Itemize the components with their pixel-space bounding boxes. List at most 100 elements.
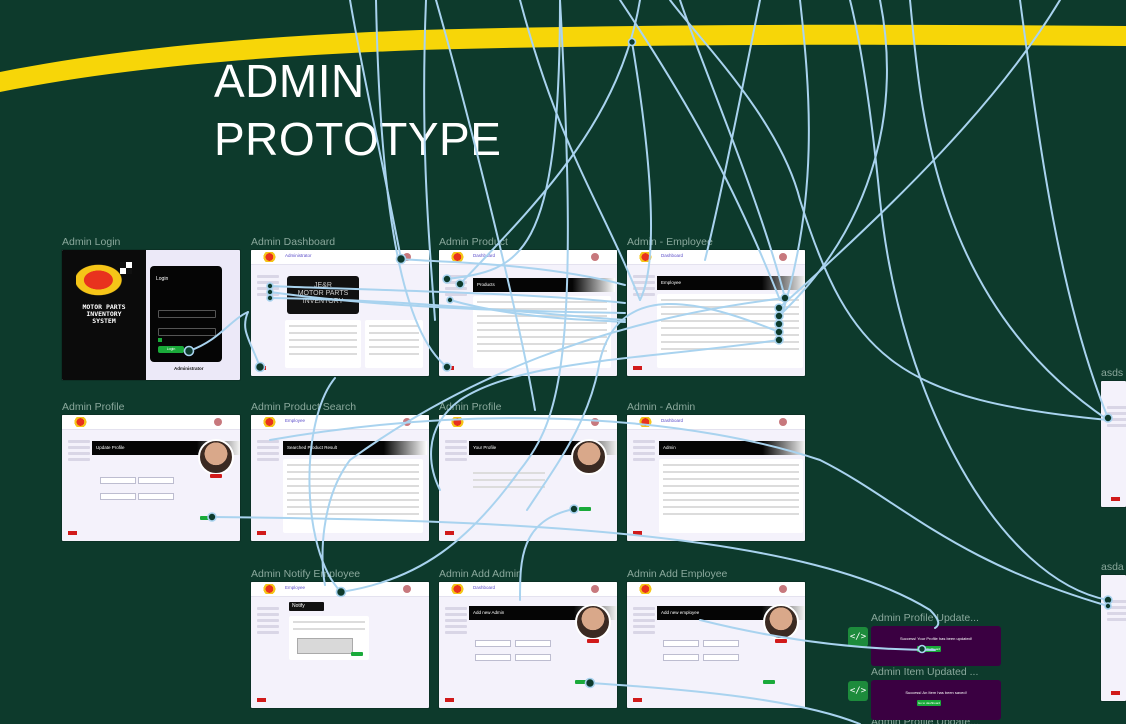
frame-label-admin-notify-employee[interactable]: Admin Notify Employee — [251, 568, 361, 580]
frame-label-admin-add-admin[interactable]: Admin Add Admin — [439, 568, 522, 580]
frame-admin-dashboard[interactable]: Administrator JE&R MOTOR PARTS INVENTORY — [251, 250, 429, 376]
avatar[interactable] — [779, 418, 787, 426]
logout-button[interactable] — [1111, 691, 1120, 695]
logout-button[interactable] — [68, 531, 77, 535]
last-name-field[interactable] — [515, 640, 551, 647]
breadcrumb: Dashboard — [473, 585, 496, 590]
avatar[interactable] — [591, 253, 599, 261]
code-icon[interactable]: </> — [848, 627, 868, 647]
sidebar — [445, 604, 467, 637]
edit-profile-button[interactable] — [579, 507, 591, 511]
frame-label-profile-update-toast-2[interactable]: Admin Profile Update... — [871, 716, 979, 724]
password-field[interactable] — [703, 654, 739, 661]
frame-label-item-updated-toast[interactable]: Admin Item Updated ... — [871, 666, 979, 678]
canvas-title: ADMIN PROTOTYPE — [214, 55, 502, 165]
notify-header: Notify — [289, 602, 324, 611]
frame-label-asds[interactable]: asds — [1101, 367, 1124, 379]
send-button[interactable] — [351, 652, 363, 656]
avatar[interactable] — [779, 585, 787, 593]
change-photo-button[interactable] — [210, 474, 222, 478]
breadcrumb: Dashboard — [473, 253, 496, 258]
wire — [909, 0, 1109, 421]
message-textarea[interactable] — [297, 638, 353, 654]
code-icon[interactable]: </> — [848, 681, 868, 701]
avatar[interactable] — [591, 418, 599, 426]
login-button[interactable]: Login — [158, 346, 184, 353]
frame-label-admin-product-search[interactable]: Admin Product Search — [251, 401, 357, 413]
avatar[interactable] — [591, 585, 599, 593]
password-field[interactable] — [138, 493, 174, 500]
email-field[interactable] — [663, 654, 699, 661]
frame-label-profile-update-toast[interactable]: Admin Profile Update... — [871, 612, 979, 624]
add-button[interactable] — [763, 680, 775, 684]
frame-label-admin-product[interactable]: Admin Product — [439, 236, 508, 248]
logo-icon — [451, 584, 467, 594]
frame-admin-notify-employee[interactable]: Employee Notify — [251, 582, 429, 708]
frame-asda[interactable] — [1101, 575, 1126, 701]
wire — [778, 0, 810, 325]
go-to-dashboard-button[interactable]: Go to dashboard — [917, 700, 941, 706]
password-field[interactable] — [515, 654, 551, 661]
avatar[interactable] — [403, 585, 411, 593]
frame-admin-your-profile[interactable]: Your Profile — [439, 415, 617, 541]
last-name-field[interactable] — [703, 640, 739, 647]
login-role-label: Administrator — [174, 366, 204, 371]
frame-asds[interactable] — [1101, 381, 1126, 507]
frame-label-admin-login[interactable]: Admin Login — [62, 236, 121, 248]
banner-text: JE&R MOTOR PARTS INVENTORY — [297, 282, 349, 305]
breadcrumb: Dashboard — [661, 253, 684, 258]
frame-label-asda[interactable]: asda — [1101, 561, 1124, 573]
add-button[interactable] — [575, 680, 587, 684]
logout-button[interactable] — [1111, 497, 1120, 501]
avatar[interactable] — [214, 418, 222, 426]
yellow-stripe — [0, 24, 1126, 92]
wire — [321, 297, 786, 586]
logout-button[interactable] — [257, 531, 266, 535]
profile-details — [469, 467, 549, 497]
last-name-field[interactable] — [138, 477, 174, 484]
username-input[interactable] — [158, 310, 216, 318]
upload-photo-button[interactable] — [775, 639, 787, 643]
frame-label-admin-profile[interactable]: Admin Profile — [62, 401, 125, 413]
wire — [1019, 0, 1109, 419]
remember-checkbox[interactable] — [158, 338, 162, 342]
sidebar — [633, 604, 655, 637]
update-button[interactable] — [200, 516, 212, 520]
toast-item-saved[interactable]: Success! An Item has been saved! Go to d… — [871, 680, 1001, 720]
email-field[interactable] — [100, 493, 136, 500]
frame-label-admin-dashboard[interactable]: Admin Dashboard — [251, 236, 336, 248]
login-card: Login Login — [150, 266, 222, 362]
frame-admin-add-admin[interactable]: Dashboard Add new Admin — [439, 582, 617, 708]
logout-button[interactable] — [445, 531, 454, 535]
wire — [269, 297, 626, 321]
logo-icon — [451, 417, 467, 427]
first-name-field[interactable] — [475, 640, 511, 647]
frame-label-admin-admin[interactable]: Admin - Admin — [627, 401, 696, 413]
logout-button[interactable] — [633, 698, 642, 702]
email-field[interactable] — [475, 654, 511, 661]
wire — [188, 311, 249, 352]
wire — [459, 0, 641, 285]
frame-admin-admin[interactable]: Dashboard Admin — [627, 415, 805, 541]
frame-admin-login[interactable]: MOTOR PARTS INVENTORY SYSTEM Login Login… — [62, 250, 240, 380]
logout-button[interactable] — [633, 531, 642, 535]
sidebar — [68, 437, 90, 464]
logout-button[interactable] — [257, 698, 266, 702]
wire — [446, 0, 561, 280]
frame-admin-product-search[interactable]: Employee Searched Product Result — [251, 415, 429, 541]
frame-label-admin-add-employee[interactable]: Admin Add Employee — [627, 568, 728, 580]
logo-icon — [451, 252, 467, 262]
wire — [589, 682, 861, 724]
password-input[interactable] — [158, 328, 216, 336]
logout-button[interactable] — [445, 698, 454, 702]
upload-photo-button[interactable] — [587, 639, 599, 643]
avatar[interactable] — [403, 253, 411, 261]
sidebar — [1107, 403, 1126, 430]
logout-button[interactable] — [633, 366, 642, 370]
first-name-field[interactable] — [663, 640, 699, 647]
first-name-field[interactable] — [100, 477, 136, 484]
avatar[interactable] — [779, 253, 787, 261]
frame-label-admin-employee[interactable]: Admin - Employee — [627, 236, 713, 248]
login-title: Login — [156, 276, 169, 282]
